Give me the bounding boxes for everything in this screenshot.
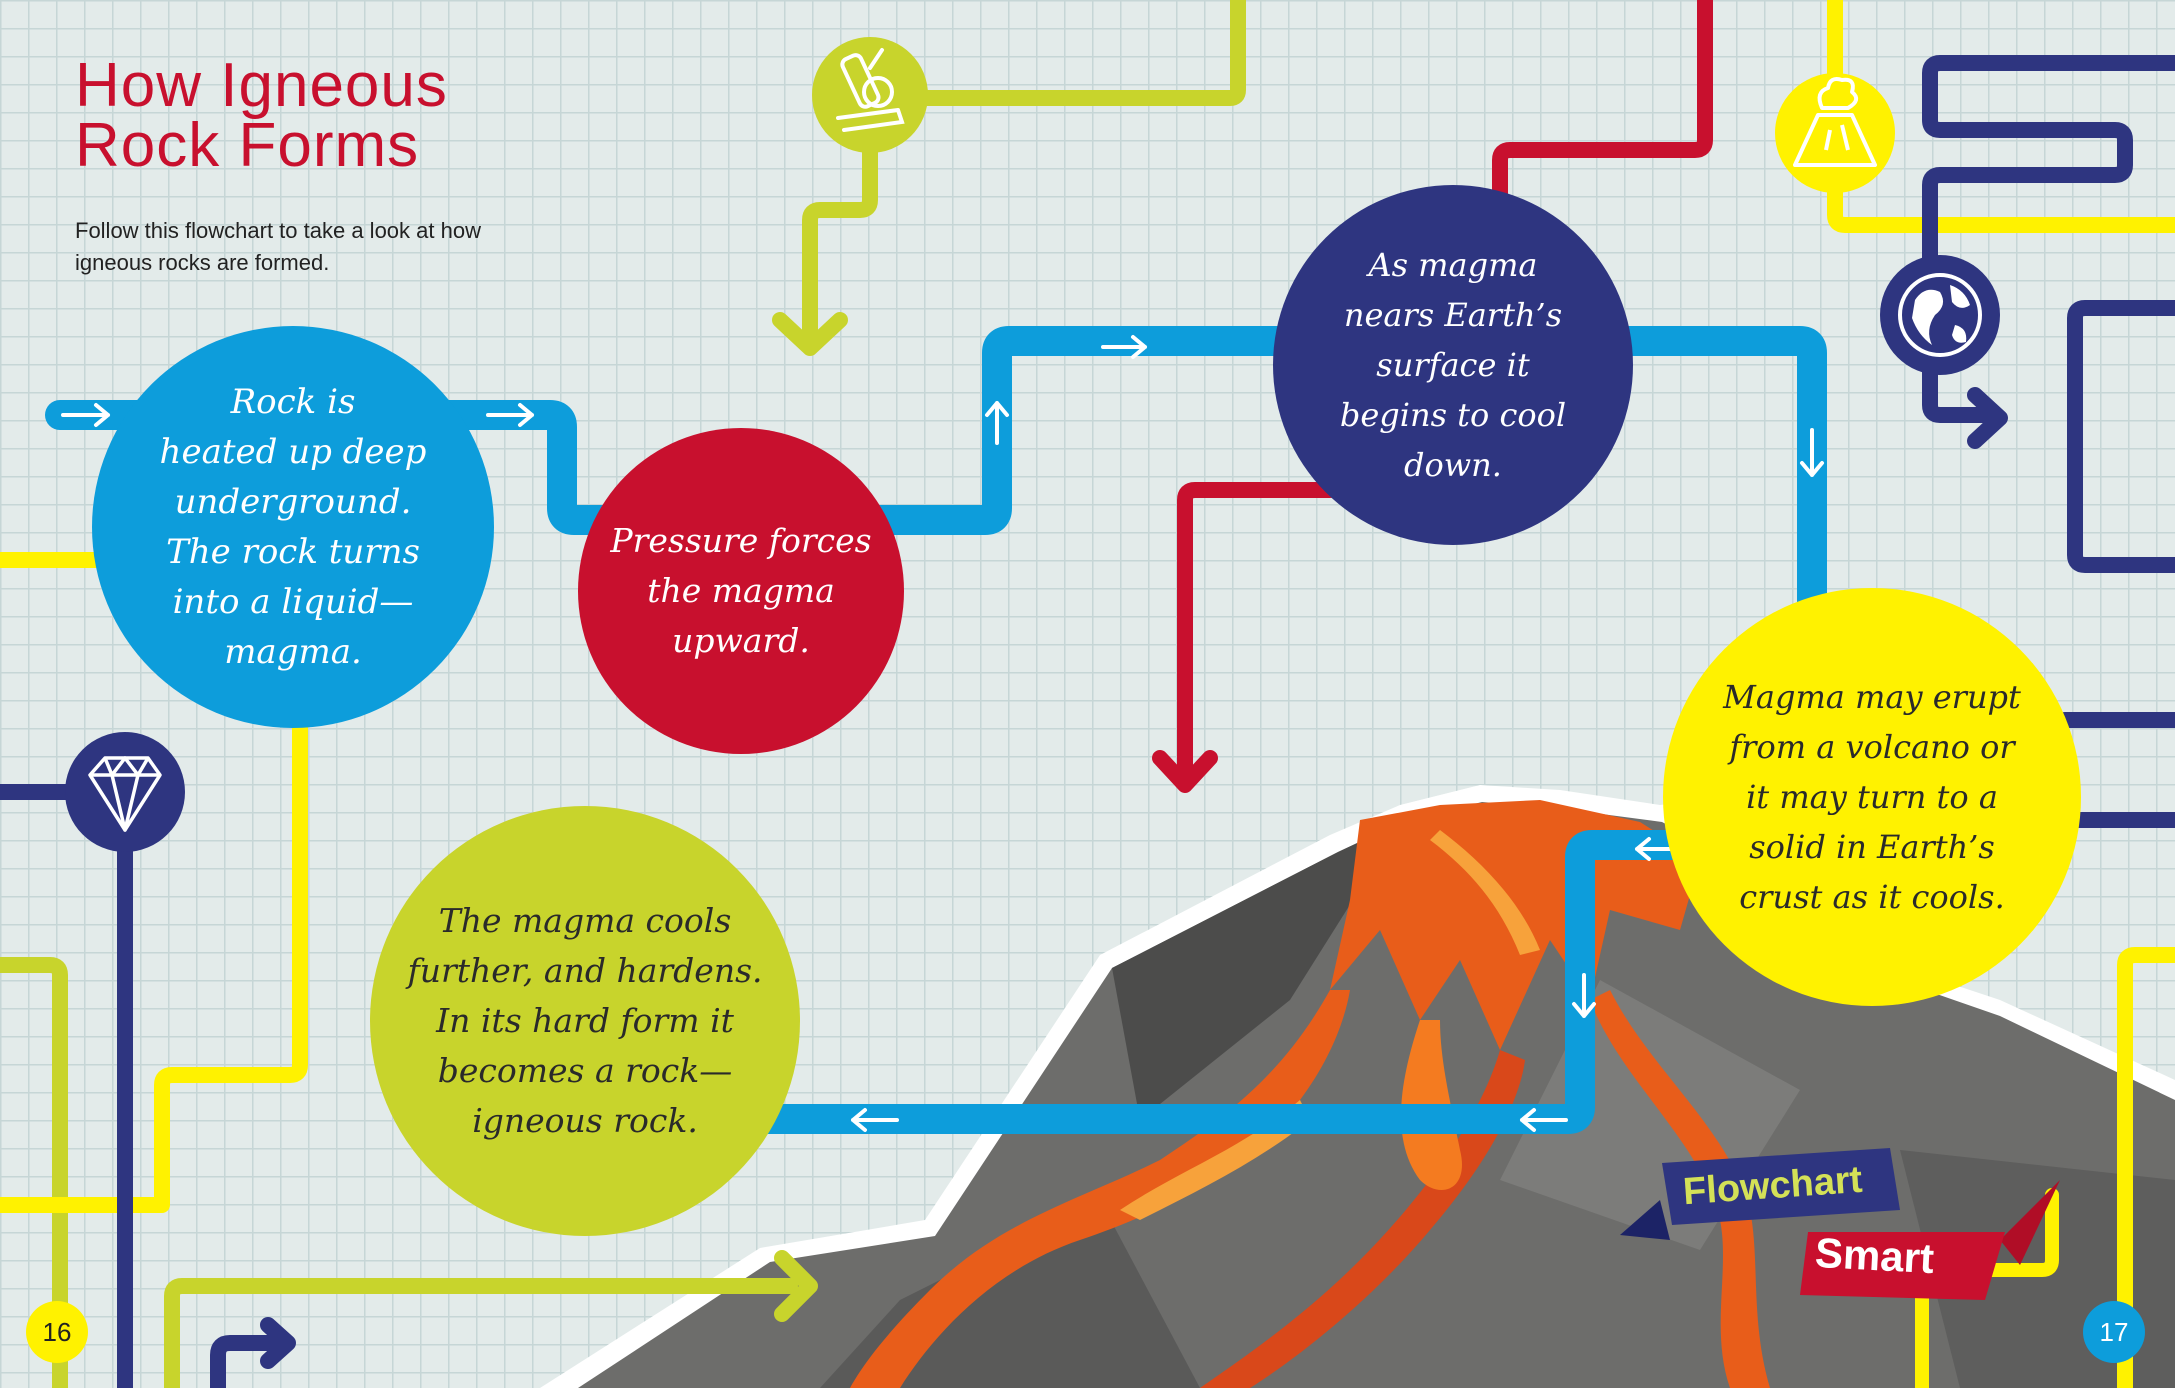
flowchart-smart-badge [1620,1148,2060,1300]
gem-icon [65,732,185,852]
flow-arrows [61,335,1824,1132]
step-4-bubble: Magma may erupt from a volcano or it may… [1663,588,2081,1006]
step-text-line: surface it [1376,346,1530,384]
page-number-right: 17 [2083,1301,2145,1363]
step-text-line: begins to cool [1339,396,1567,434]
title-line: Rock Forms [75,111,420,180]
step-text-line: it may turn to a [1746,778,1998,816]
step-text-line: from a volcano or [1729,728,2015,766]
step-2-bubble: Pressure forces the magma upward. [578,428,904,754]
step-text-line: into a liquid— [172,582,414,622]
step-text-line: igneous rock. [472,1101,698,1140]
step-text-line: the magma [647,571,835,610]
volcano-icon [1775,73,1895,193]
step-text-line: As magma [1368,246,1538,284]
microscope-icon [812,37,928,153]
step-text-line: becomes a rock— [437,1051,733,1090]
step-text-line: upward. [672,621,810,660]
step-text-line: The magma cools [438,901,732,940]
page-title: How Igneous Rock Forms [75,51,448,180]
step-text-line: Rock is [230,382,356,422]
step-text-line: Magma may erupt [1723,678,2021,716]
globe-icon [1880,255,2000,375]
step-5-bubble: The magma cools further, and hardens. In… [370,806,800,1236]
step-text-line: The rock turns [166,532,420,572]
step-1-bubble: Rock is heated up deep underground. The … [92,326,494,728]
page-number-left: 16 [26,1301,88,1363]
step-text-line: further, and hardens. [407,951,763,990]
step-text-line: heated up deep [159,432,427,472]
badge-smart-text: Smart [1813,1228,1936,1283]
step-text-line: In its hard form it [436,1001,734,1040]
step-text-line: underground. [174,482,412,522]
step-text-line: solid in Earth’s [1749,828,1995,866]
step-text-line: down. [1404,446,1502,484]
step-text-line: nears Earth’s [1343,296,1563,334]
title-line: How Igneous [75,51,448,120]
step-text-line: crust as it cools. [1739,878,2005,916]
intro-text: Follow this flowchart to take a look at … [75,218,481,275]
step-text-line: magma. [224,632,362,672]
step-3-bubble: As magma nears Earth’s surface it begins… [1273,185,1633,545]
step-text-line: Pressure forces [610,521,872,560]
